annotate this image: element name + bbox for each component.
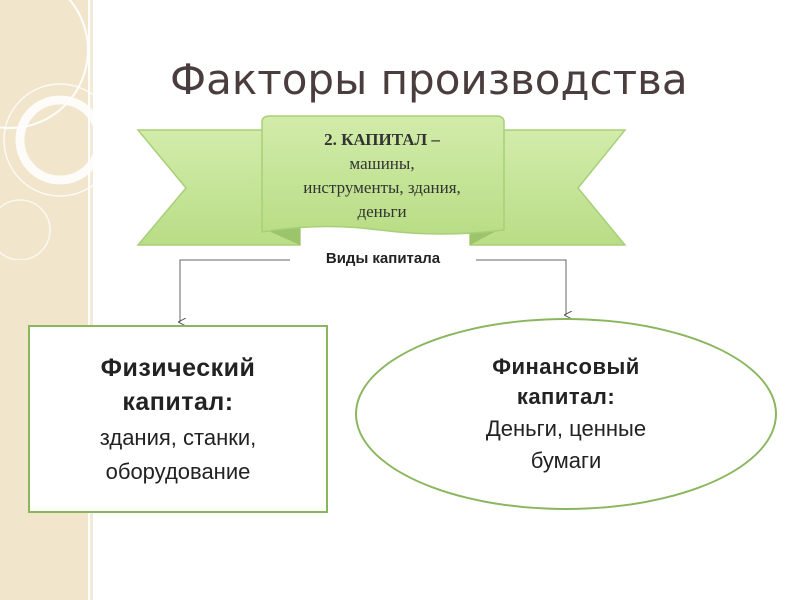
financial-title-line-1: Финансовый bbox=[492, 354, 640, 379]
financial-desc-line-2: бумаги bbox=[530, 448, 602, 473]
side-decor-line bbox=[90, 0, 93, 600]
kinds-of-capital-label: Виды капитала bbox=[290, 250, 476, 272]
page-title: Факторы производства bbox=[170, 55, 688, 104]
financial-desc-line-1: Деньги, ценные bbox=[485, 416, 647, 441]
financial-capital-ellipse: Финансовый капитал: Деньги, ценные бумаг… bbox=[355, 318, 777, 510]
physical-capital-box: Физический капитал: здания, станки, обор… bbox=[28, 325, 328, 513]
capital-line-2: инструменты, здания, bbox=[303, 178, 461, 197]
capital-definition: 2. КАПИТАЛ – машины, инструменты, здания… bbox=[262, 120, 502, 232]
decorative-circles bbox=[0, 0, 117, 260]
physical-title-line-1: Физический bbox=[100, 354, 256, 382]
capital-heading: 2. КАПИТАЛ – bbox=[324, 130, 440, 149]
connector-right bbox=[476, 259, 566, 315]
physical-title-line-2: капитал: bbox=[122, 388, 234, 416]
capital-line-1: машины, bbox=[349, 154, 415, 173]
financial-title-line-2: капитал: bbox=[516, 384, 616, 409]
connector-left bbox=[180, 259, 290, 322]
physical-desc-line-1: здания, станки, bbox=[99, 425, 257, 450]
physical-desc-line-2: оборудование bbox=[105, 459, 251, 484]
capital-line-3: деньги bbox=[357, 202, 407, 221]
